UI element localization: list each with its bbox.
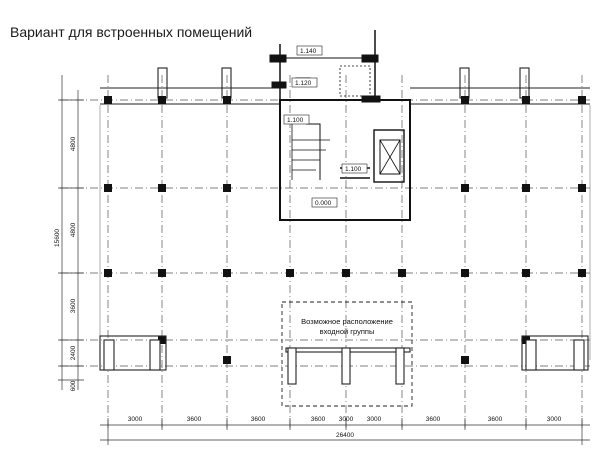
plan-outline bbox=[99, 105, 591, 360]
dim-bottom-4: 3600 bbox=[311, 416, 326, 423]
dim-bottom-7: 3600 bbox=[426, 416, 441, 423]
level-mark-1: 1.140 bbox=[300, 48, 317, 55]
top-facade bbox=[100, 67, 590, 105]
bottom-dim-labels: 3000 3600 3600 3600 3000 3000 3600 3600 … bbox=[128, 416, 562, 439]
bottom-facade bbox=[99, 335, 589, 385]
level-mark-2: 1.120 bbox=[295, 80, 312, 87]
dim-left-4: 2400 bbox=[70, 345, 77, 360]
level-mark-5: 0.000 bbox=[315, 200, 332, 207]
level-mark-3: 1.100 bbox=[287, 117, 304, 124]
dim-bottom-3: 3600 bbox=[251, 416, 266, 423]
bottom-dimensions bbox=[100, 418, 590, 445]
dim-bottom-5: 3000 bbox=[339, 416, 354, 423]
dim-bottom-8: 3600 bbox=[488, 416, 503, 423]
dim-left-2: 4800 bbox=[70, 222, 77, 237]
left-dim-labels: 4800 4800 3600 2400 600 15600 bbox=[54, 136, 77, 391]
entrance-note-line1: Возможное расположение bbox=[301, 317, 393, 326]
dim-bottom-2: 3600 bbox=[187, 416, 202, 423]
dim-bottom-6: 3000 bbox=[367, 416, 382, 423]
core-block bbox=[269, 30, 411, 221]
grid-axes bbox=[60, 75, 590, 430]
dim-left-5: 600 bbox=[70, 380, 77, 391]
plan-title: Вариант для встроенных помещений bbox=[10, 24, 253, 40]
dim-bottom-1: 3000 bbox=[128, 416, 143, 423]
level-marks: 1.140 1.120 1.100 1.100 0.000 bbox=[283, 45, 368, 208]
dim-left-total: 15600 bbox=[54, 229, 61, 247]
entrance-zone: Возможное расположение входной группы bbox=[281, 301, 413, 407]
dim-left-1: 4800 bbox=[70, 136, 77, 151]
left-dimensions bbox=[58, 75, 84, 390]
dim-bottom-9: 3000 bbox=[547, 416, 562, 423]
dim-bottom-total: 26400 bbox=[336, 432, 354, 439]
dim-left-3: 3600 bbox=[70, 298, 77, 313]
level-mark-4: 1.100 bbox=[345, 166, 362, 173]
entrance-note-line2: входной группы bbox=[320, 327, 375, 336]
